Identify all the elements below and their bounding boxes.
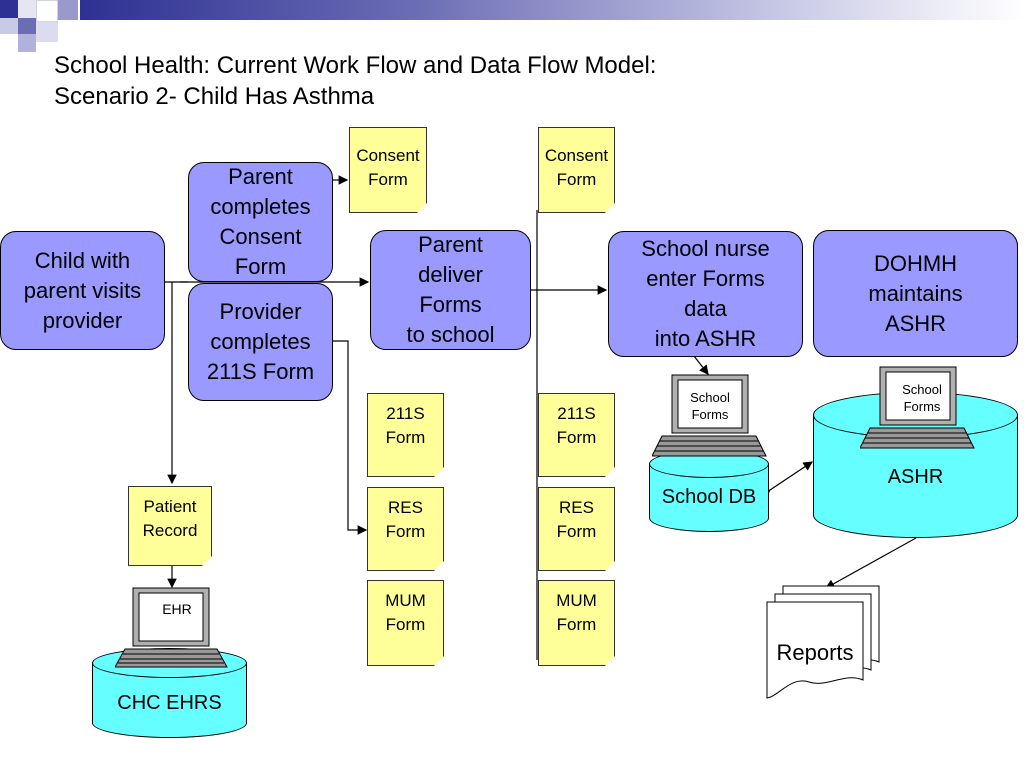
form-consent-1: Consent Form [349,127,427,213]
logo-square-4 [58,0,78,20]
logo-square-5 [0,18,18,34]
database-school-db: School DB [649,450,769,532]
logo-square-1 [0,0,18,18]
form-211s-1: 211S Form [367,393,444,477]
reports-document-stack-icon [766,585,880,699]
arrow-provider-to-forms [333,340,368,535]
process-provider-211s: Provider completes 211S Form [188,283,333,401]
process-nurse-enter: School nurse enter Forms data into ASHR [608,231,803,357]
arrow-nurse-to-computer [693,355,709,375]
arrow-schooldb-ashr [760,461,813,499]
ehr-screen-label: EHR [162,601,192,617]
school-forms-label-2: School Forms [902,382,942,414]
title-line-2: Scenario 2- Child Has Asthma [54,83,375,110]
process-parent-consent: Parent completes Consent Form [188,162,333,282]
arrow-ashr-to-reports [824,537,917,589]
logo-square-8 [18,34,36,52]
logo-square-7 [36,22,58,42]
process-child-visits: Child with parent visits provider [0,231,165,350]
computer-ehr-icon [115,587,228,668]
form-211s-2: 211S Form [538,393,615,477]
header-bar [80,0,1024,20]
form-consent-2: Consent Form [538,127,615,213]
form-res-2: RES Form [538,487,615,571]
process-dohmh: DOHMH maintains ASHR [813,230,1018,357]
chc-ehrs-label: CHC EHRS [117,692,222,714]
computer-ashr-icon [860,366,975,449]
logo-square-6 [18,18,36,34]
form-patient-record: Patient Record [128,486,212,566]
title-line-1: School Health: Current Work Flow and Dat… [54,52,657,79]
database-ashr: ASHR [813,392,1018,538]
logo-square-3 [36,0,58,22]
database-chc-ehrs: CHC EHRS [92,648,247,738]
school-forms-label-1: School Forms [690,390,730,422]
computer-school-icon [652,374,767,457]
form-res-1: RES Form [367,487,444,571]
school-db-label: School DB [661,486,757,508]
form-mum-1: MUM Form [367,580,444,666]
process-parent-deliver: Parent deliver Forms to school [370,230,531,350]
reports-label: Reports [776,640,854,665]
ashr-label: ASHR [887,466,944,488]
logo-square-2 [18,0,36,18]
slide-title: School Health: Current Work Flow and Dat… [54,50,656,112]
form-mum-2: MUM Form [538,580,615,666]
